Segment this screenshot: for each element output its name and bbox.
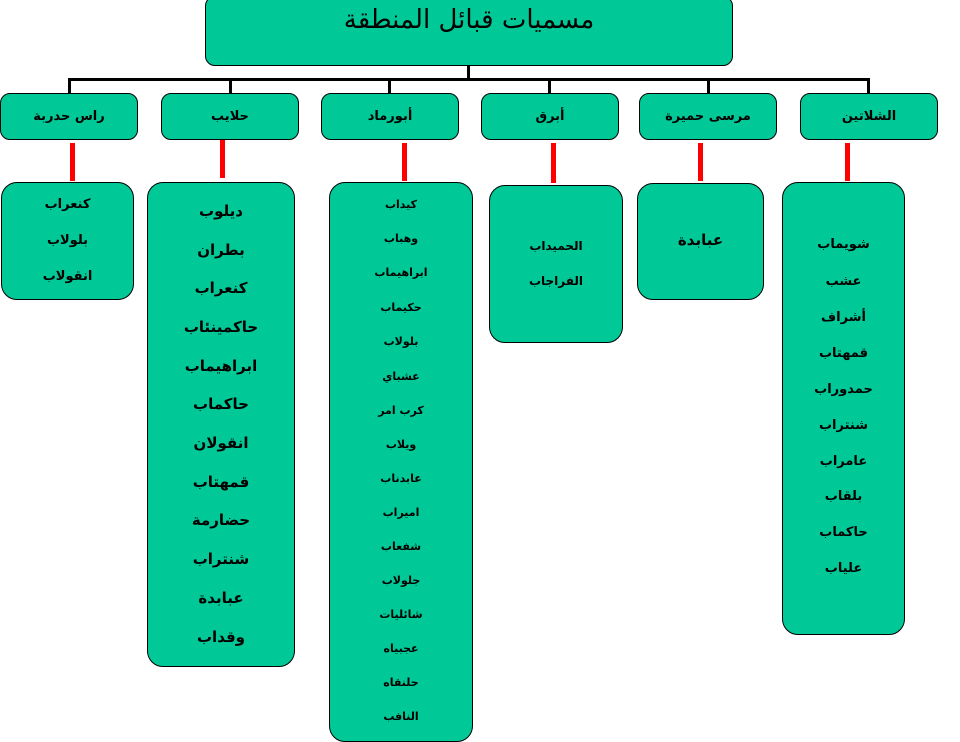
area-box-marsa-humeira: مرسى حميرة xyxy=(639,93,777,140)
tribe-item: عبابدة xyxy=(677,231,724,249)
tribe-box-marsa-humeira: عبابدة xyxy=(637,183,764,300)
tribe-item: عابدناب xyxy=(380,472,422,485)
tribe-box-abraq: الحميداب الفراجاب xyxy=(489,185,623,343)
tribe-item: قمهتاب xyxy=(192,473,250,491)
area-label: أبرق xyxy=(535,109,565,124)
branch-connector xyxy=(548,78,551,93)
tribe-item: أشراف xyxy=(821,310,866,325)
tribe-item: كرب امر xyxy=(378,404,424,417)
tribe-item: وهباب xyxy=(383,232,419,245)
tribe-box-shalateen: شويماب عشب أشراف قمهتاب حمدوراب شنتراب ع… xyxy=(782,182,905,635)
tribe-item: انقولان xyxy=(193,434,249,452)
red-link xyxy=(551,143,556,183)
tribe-item: عامراب xyxy=(819,454,868,469)
tribe-item: حاكماب xyxy=(193,395,249,413)
tribe-item: حاكمينئاب xyxy=(183,318,259,336)
tribe-item: بطران xyxy=(197,241,245,259)
area-label: مرسى حميرة xyxy=(665,109,751,124)
tribe-item: شنتراب xyxy=(192,550,250,568)
tribe-item: وقداب xyxy=(196,628,246,646)
branch-connector xyxy=(867,78,870,93)
tribe-box-abu-ramad: كيداب وهباب ابراهيماب حكيماب بلولاب عشبا… xyxy=(329,182,473,742)
tribe-item: كنعراب xyxy=(44,197,91,212)
tribe-item: شفعاب xyxy=(380,540,422,553)
branch-connector xyxy=(229,78,232,93)
tribe-box-ras-hadarba: كنعراب بلولاب انقولاب xyxy=(1,182,134,300)
tribe-item: حضارمة xyxy=(191,511,251,529)
area-box-halayeb: حلايب xyxy=(161,93,299,140)
tribe-item: حمدوراب xyxy=(814,382,873,397)
diagram-title: مسميات قبائل المنطقة xyxy=(343,5,595,35)
tribe-item: بلقاب xyxy=(824,489,863,504)
area-box-abraq: أبرق xyxy=(481,93,619,140)
tribe-item: انقولاب xyxy=(42,269,93,284)
area-label: الشلاتين xyxy=(841,109,897,124)
tribe-item: الحميداب xyxy=(529,239,583,253)
tribe-item: حاكماب xyxy=(819,525,868,540)
area-label: حلايب xyxy=(211,109,249,124)
branch-connector xyxy=(68,78,71,93)
tribe-item: ابراهيماب xyxy=(184,357,258,375)
red-link xyxy=(70,143,75,181)
red-link xyxy=(220,140,225,178)
tribe-item: النافب xyxy=(383,710,419,723)
tribe-item: كيداب xyxy=(384,198,418,211)
tribe-item: ديلوب xyxy=(199,202,243,220)
tribe-item: اميراب xyxy=(382,506,420,519)
tribe-item: شنتراب xyxy=(818,418,868,433)
horizontal-connector xyxy=(68,78,870,81)
diagram-title-box: مسميات قبائل المنطقة xyxy=(205,0,733,66)
tribe-item: قمهتاب xyxy=(818,346,869,361)
tribe-item: كنعراب xyxy=(194,279,248,297)
tribe-item: شويماب xyxy=(817,237,870,252)
tribe-item: ويلاب xyxy=(385,438,417,451)
area-label: راس حدربة xyxy=(33,109,105,124)
tribe-item: عبابدة xyxy=(198,589,244,607)
tribe-item: عجبياه xyxy=(383,642,419,655)
tribe-item: حكيماب xyxy=(380,301,422,314)
branch-connector xyxy=(388,78,391,93)
tribe-item: شائليات xyxy=(379,608,423,621)
tribe-box-halayeb: ديلوب بطران كنعراب حاكمينئاب ابراهيماب ح… xyxy=(147,182,295,667)
tribe-item: الفراجاب xyxy=(528,274,584,288)
area-box-ras-hadarba: راس حدربة xyxy=(0,93,138,140)
tribe-item: بلولاب xyxy=(46,233,89,248)
area-box-abu-ramad: أبورماد xyxy=(321,93,459,140)
red-link xyxy=(698,143,703,181)
branch-connector xyxy=(707,78,710,93)
tribe-item: بلولاب xyxy=(383,335,419,348)
tribe-item: عشب xyxy=(825,274,862,289)
tribe-item: ابراهيماب xyxy=(374,266,428,279)
red-link xyxy=(845,143,850,181)
tribe-item: جلولاب xyxy=(381,574,421,587)
tribe-item: حلنقاه xyxy=(383,676,419,689)
area-box-shalateen: الشلاتين xyxy=(800,93,938,140)
tribe-item: عشباي xyxy=(382,370,420,383)
title-connector xyxy=(467,66,470,80)
area-label: أبورماد xyxy=(367,109,413,124)
tribe-item: علياب xyxy=(824,561,863,576)
red-link xyxy=(402,143,407,181)
